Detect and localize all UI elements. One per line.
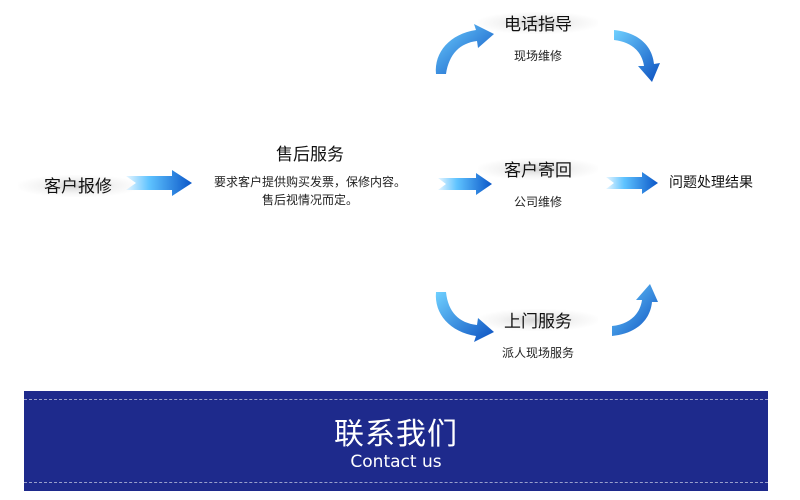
node-after-sales-title: 售后服务 [276,145,344,165]
node-customer-report-title: 客户报修 [44,177,112,197]
curved-arrow-icon [612,284,658,336]
node-after-sales-desc-line2: 售后视情况而定。 [261,193,358,207]
contact-us-subtitle: Contact us [350,452,442,472]
contact-us-banner: 联系我们 Contact us [24,391,768,491]
divider [24,399,768,400]
curved-arrow-icon [614,30,660,82]
node-onsite-service: 上门服务 派人现场服务 [488,307,588,362]
node-customer-send: 客户寄回 公司维修 [488,156,588,211]
node-onsite-service-title: 上门服务 [504,312,572,332]
node-phone-guide-title: 电话指导 [504,15,572,35]
node-customer-report: 客户报修 [38,172,118,197]
curved-arrow-icon [435,24,494,74]
contact-us-title: 联系我们 [334,417,458,452]
right-arrow-icon [606,172,658,194]
node-after-sales-desc-line1: 要求客户提供购买发票，保修内容。 [213,175,406,189]
node-onsite-service-sub: 派人现场服务 [501,346,574,360]
node-phone-guide-sub: 现场维修 [513,49,562,63]
curved-arrow-icon [435,292,494,342]
node-phone-guide: 电话指导 现场维修 [488,10,588,65]
node-customer-send-sub: 公司维修 [513,195,562,209]
node-result-title: 问题处理结果 [669,175,753,191]
node-after-sales: 售后服务 要求客户提供购买发票，保修内容。 售后视情况而定。 [195,140,425,209]
node-customer-send-title: 客户寄回 [504,161,572,181]
right-arrow-icon [126,170,192,196]
divider [24,482,768,483]
node-result: 问题处理结果 [663,172,759,192]
